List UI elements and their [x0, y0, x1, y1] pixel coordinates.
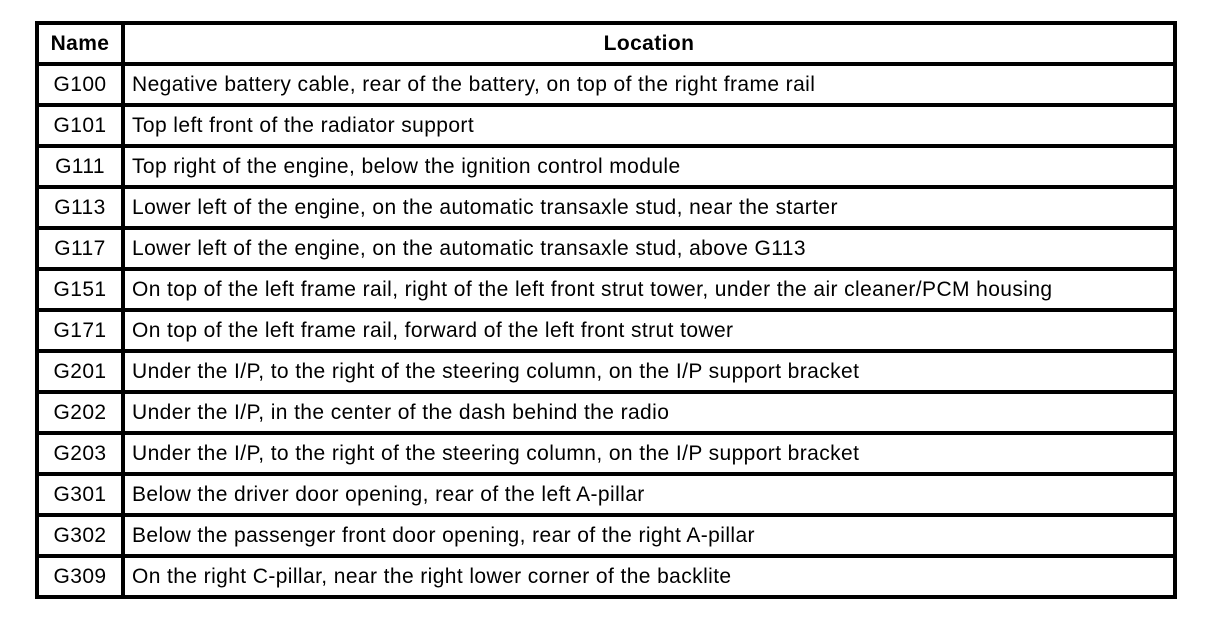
ground-location-cell: Below the passenger front door opening, …	[121, 513, 1177, 558]
column-header-name: Name	[35, 21, 125, 66]
ground-name-cell: G171	[35, 308, 125, 353]
ground-name-cell: G113	[35, 185, 125, 230]
table-header: Name Location	[35, 21, 1177, 66]
ground-name-cell: G101	[35, 103, 125, 148]
ground-location-cell: On the right C-pillar, near the right lo…	[121, 554, 1177, 599]
ground-location-cell: Under the I/P, to the right of the steer…	[121, 431, 1177, 476]
ground-location-cell: Negative battery cable, rear of the batt…	[121, 62, 1177, 107]
column-header-location: Location	[121, 21, 1177, 66]
ground-location-cell: Under the I/P, to the right of the steer…	[121, 349, 1177, 394]
ground-name-cell: G111	[35, 144, 125, 189]
ground-name-cell: G301	[35, 472, 125, 517]
ground-name-cell: G309	[35, 554, 125, 599]
ground-name-cell: G151	[35, 267, 125, 312]
ground-location-cell: Lower left of the engine, on the automat…	[121, 226, 1177, 271]
ground-location-cell: Lower left of the engine, on the automat…	[121, 185, 1177, 230]
ground-location-cell: Top right of the engine, below the ignit…	[121, 144, 1177, 189]
ground-name-cell: G203	[35, 431, 125, 476]
ground-location-cell: On top of the left frame rail, right of …	[121, 267, 1177, 312]
ground-location-cell: On top of the left frame rail, forward o…	[121, 308, 1177, 353]
ground-name-cell: G201	[35, 349, 125, 394]
ground-name-cell: G117	[35, 226, 125, 271]
ground-name-cell: G100	[35, 62, 125, 107]
ground-location-cell: Below the driver door opening, rear of t…	[121, 472, 1177, 517]
ground-location-cell: Top left front of the radiator support	[121, 103, 1177, 148]
ground-name-cell: G202	[35, 390, 125, 435]
header-row: Name Location	[35, 21, 1177, 66]
ground-location-cell: Under the I/P, in the center of the dash…	[121, 390, 1177, 435]
ground-name-cell: G302	[35, 513, 125, 558]
